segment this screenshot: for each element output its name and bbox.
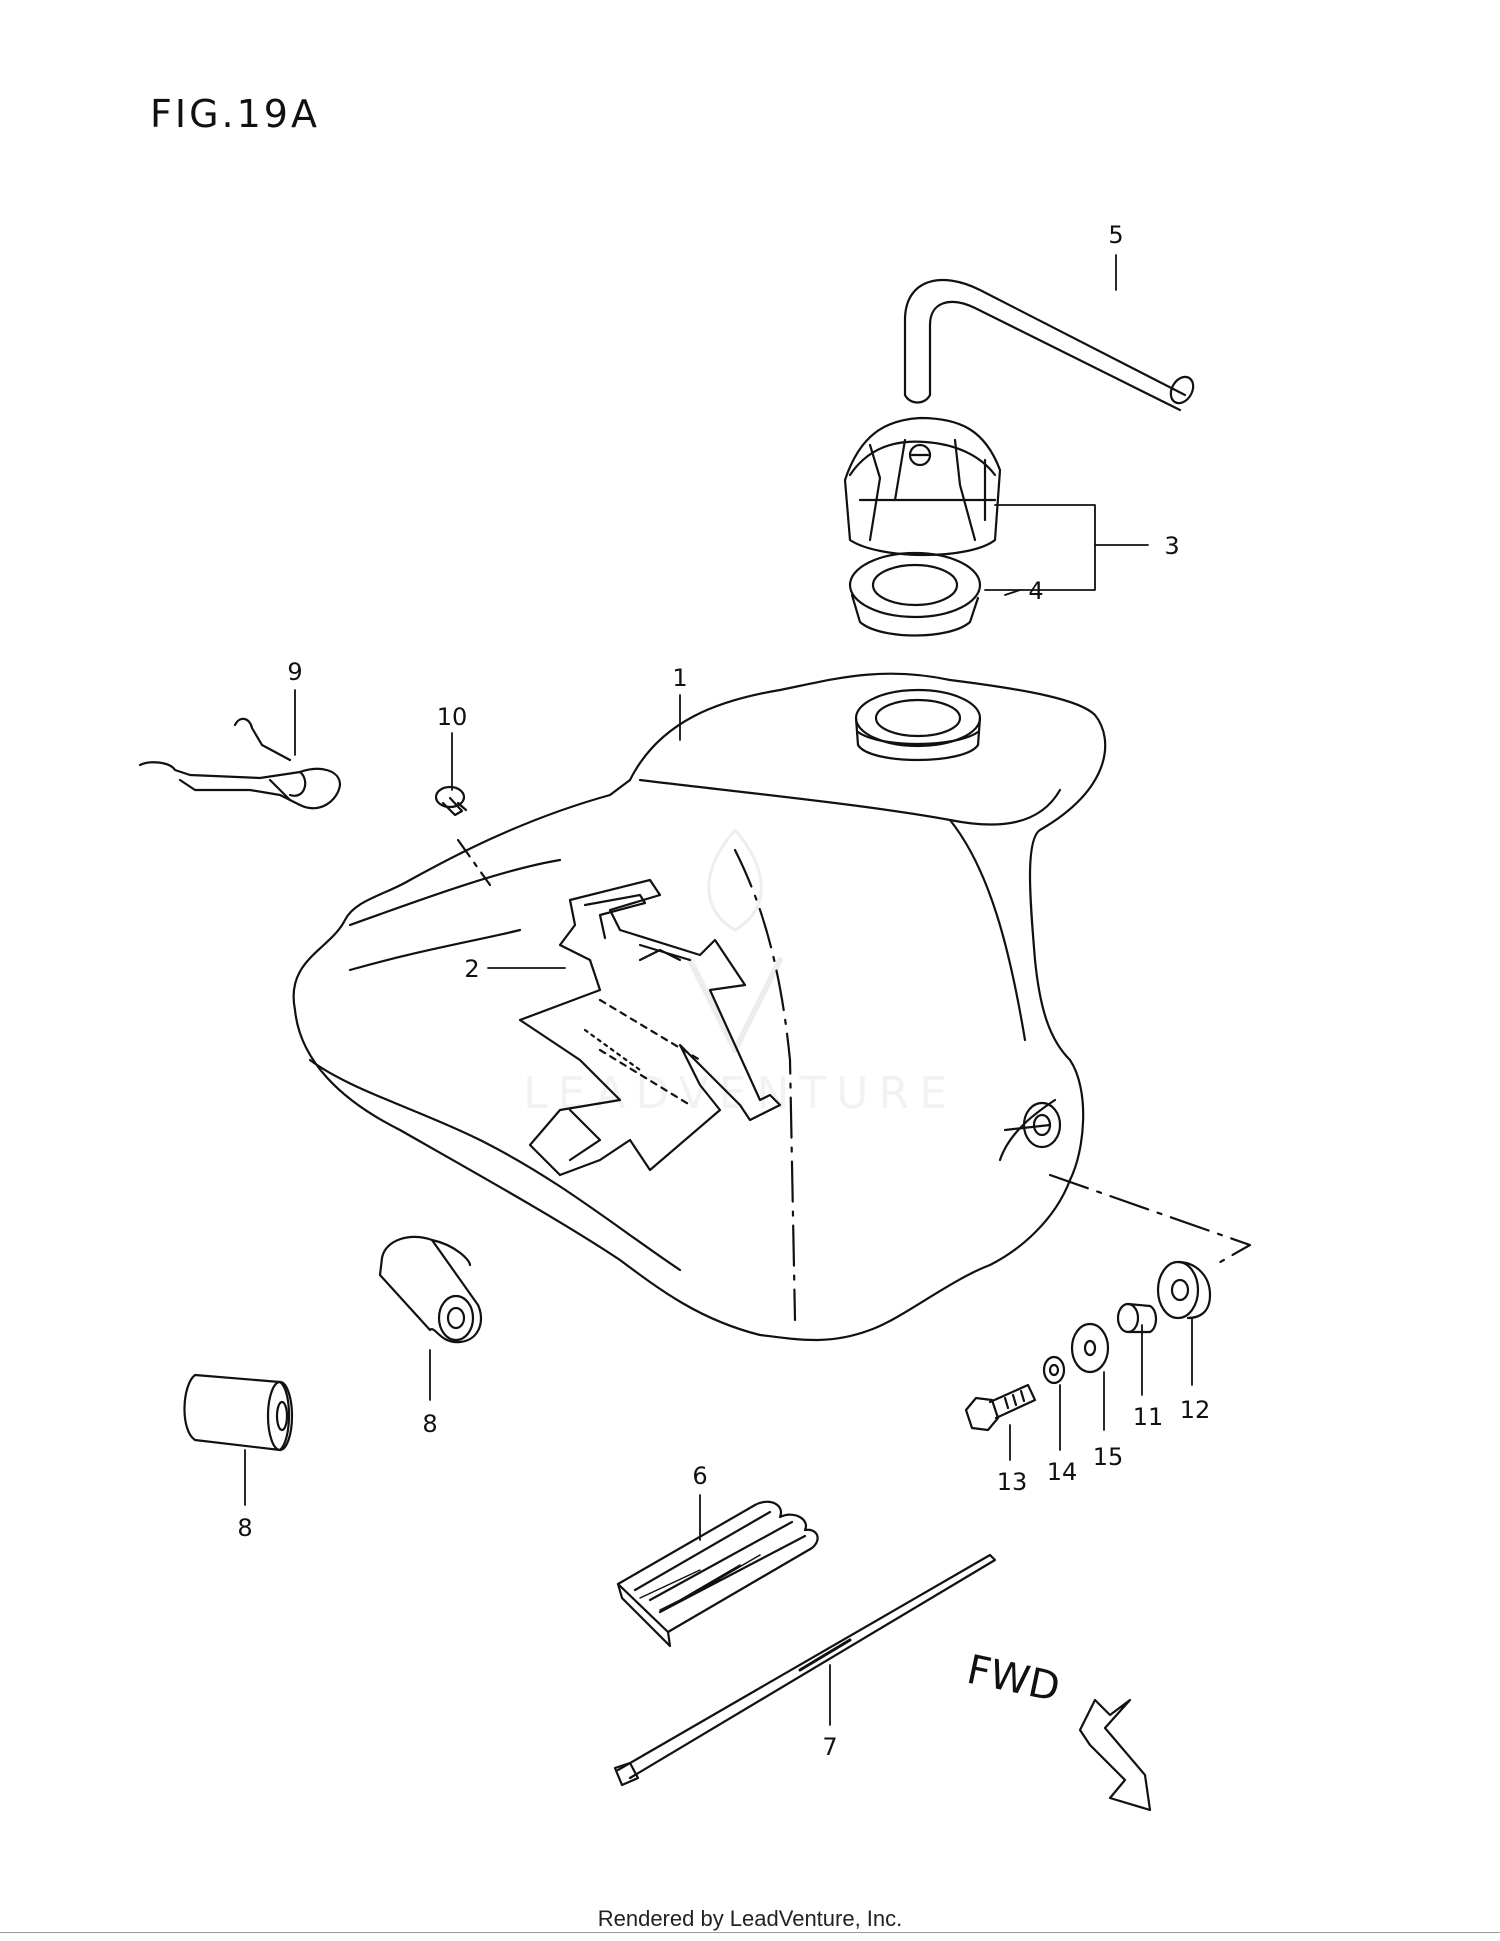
washer-15 [1070,1322,1110,1374]
leader-lines [244,254,1193,1726]
watermark-logo: LEADVENTURE [523,828,957,1119]
footer-divider [0,1932,1500,1933]
watermark-text: LEADVENTURE [523,1068,957,1119]
washer-14 [1042,1355,1066,1385]
callout-3: 3 [1164,532,1179,560]
callout-4: 4 [1028,577,1043,605]
callout-14: 14 [1047,1458,1078,1486]
tank-cushion-upper [378,1235,483,1344]
grommet-12 [1156,1260,1212,1320]
fuel-tank [292,672,1107,1342]
callout-6: 6 [692,1462,707,1490]
bolt-13 [964,1383,1037,1432]
tank-pad [616,1500,819,1648]
breather-hose [903,278,1195,412]
callout-15: 15 [1093,1443,1124,1471]
cap-gasket [848,551,982,637]
callout-8-upper: 8 [422,1410,437,1438]
screw [434,785,492,887]
tank-cushion-lower [183,1373,294,1452]
callout-7: 7 [822,1733,837,1761]
callout-8-lower: 8 [237,1514,252,1542]
cable-tie [613,1553,997,1787]
collar-11 [1116,1302,1158,1334]
tank-emblem [518,878,782,1177]
hose-clamp [138,717,342,810]
footer-credit: Rendered by LeadVenture, Inc. [597,1906,903,1931]
callout-13: 13 [997,1468,1028,1496]
callout-12: 12 [1180,1396,1211,1424]
mounting-hardware [964,1173,1252,1432]
forward-arrow: FWD [963,1647,1152,1812]
callout-1: 1 [672,664,687,692]
figure-title: FIG.19A [150,92,320,136]
callout-10: 10 [437,703,468,731]
callout-2: 2 [464,955,479,983]
fuel-cap [843,416,1002,557]
callout-9: 9 [287,658,302,686]
callout-11: 11 [1133,1403,1164,1431]
fwd-label: FWD [963,1647,1064,1711]
callout-5: 5 [1108,221,1123,249]
